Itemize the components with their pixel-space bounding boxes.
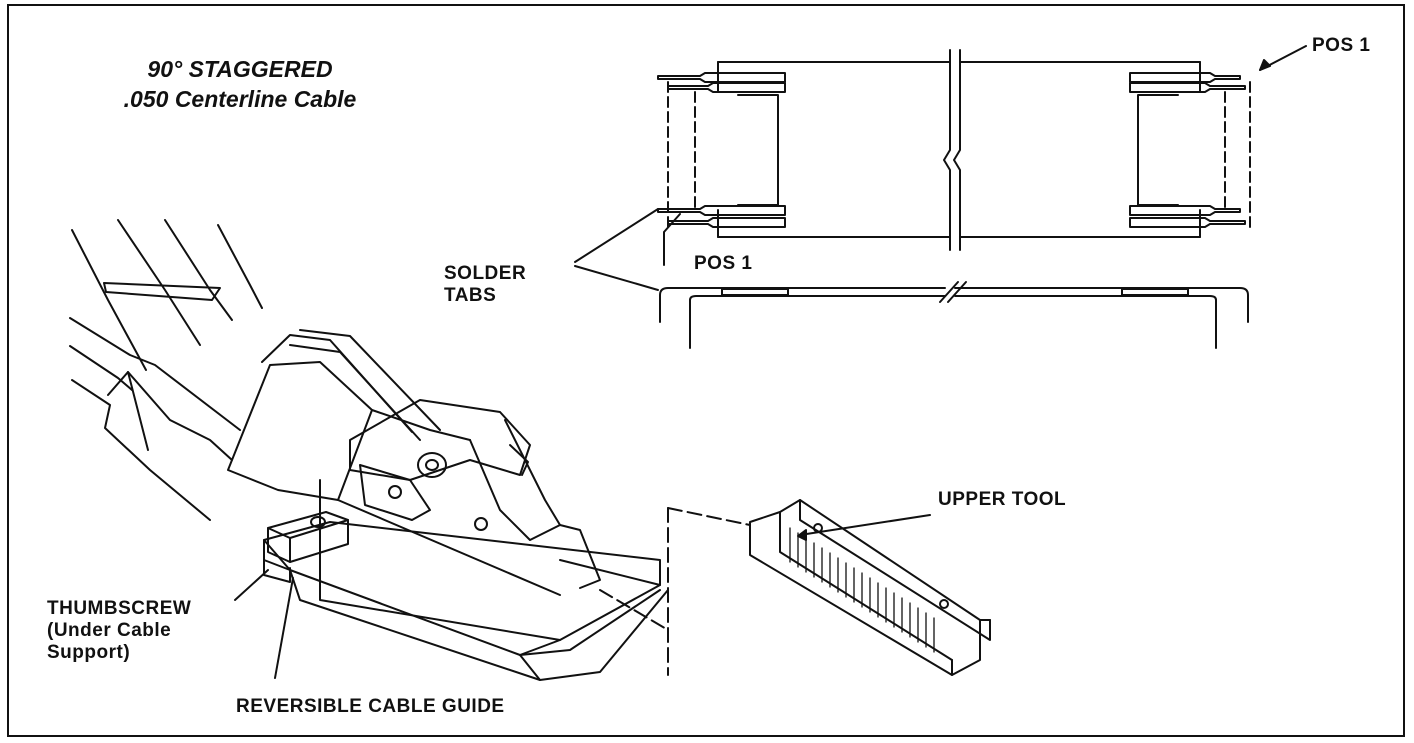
leader-lines xyxy=(234,45,1307,679)
figure-frame xyxy=(7,4,1405,737)
cable-side-view xyxy=(659,281,1249,349)
pos1-bottom-label: POS 1 xyxy=(694,253,753,274)
solder-tabs-line-2: TABS xyxy=(444,284,497,306)
thumbscrew-line-2: (Under Cable xyxy=(47,619,172,641)
solder-tabs-line-1: SOLDER xyxy=(444,263,527,284)
thumbscrew-line-1: THUMBSCREW xyxy=(47,598,192,619)
thumbscrew-line-3: Support) xyxy=(47,641,131,663)
upper-tool-label: UPPER TOOL xyxy=(938,489,1067,510)
thumbscrew-label: THUMBSCREW (Under Cable Support) xyxy=(47,598,191,664)
figure-title: 90° STAGGERED .050 Centerline Cable xyxy=(80,54,400,114)
reversible-cable-guide-label: REVERSIBLE CABLE GUIDE xyxy=(236,696,505,717)
pos1-top-label: POS 1 xyxy=(1312,35,1371,56)
upper-tool xyxy=(599,499,991,676)
solder-tabs-label: SOLDER TABS xyxy=(444,263,526,307)
title-line-2: .050 Centerline Cable xyxy=(123,86,357,112)
title-line-1: 90° STAGGERED xyxy=(147,56,333,82)
cable-top-view xyxy=(657,49,1251,251)
crimping-tool xyxy=(69,219,669,681)
